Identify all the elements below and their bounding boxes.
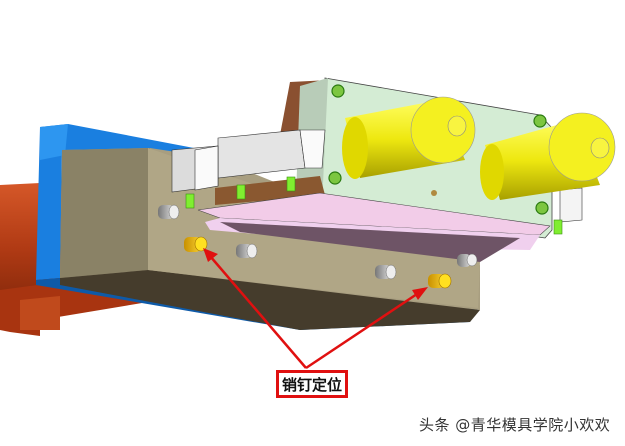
green-dowels [185,176,563,235]
plate-screws [328,84,549,215]
callout-label-dowel-positioning: 销钉定位 [276,370,348,398]
watermark-text: 头条 @青华模具学院小欢欢 [419,416,611,434]
white-spacer-blocks [171,129,583,223]
locating-dowel-right [428,273,452,289]
pink-plate [197,192,551,262]
center-bolt [431,190,437,196]
cylinder-left [342,96,476,179]
grey-pins [158,204,478,280]
cylinder-right [480,112,616,200]
callout-text: 销钉定位 [281,375,342,394]
locating-dowel-left [184,236,208,252]
annotation-arrows [203,248,428,370]
